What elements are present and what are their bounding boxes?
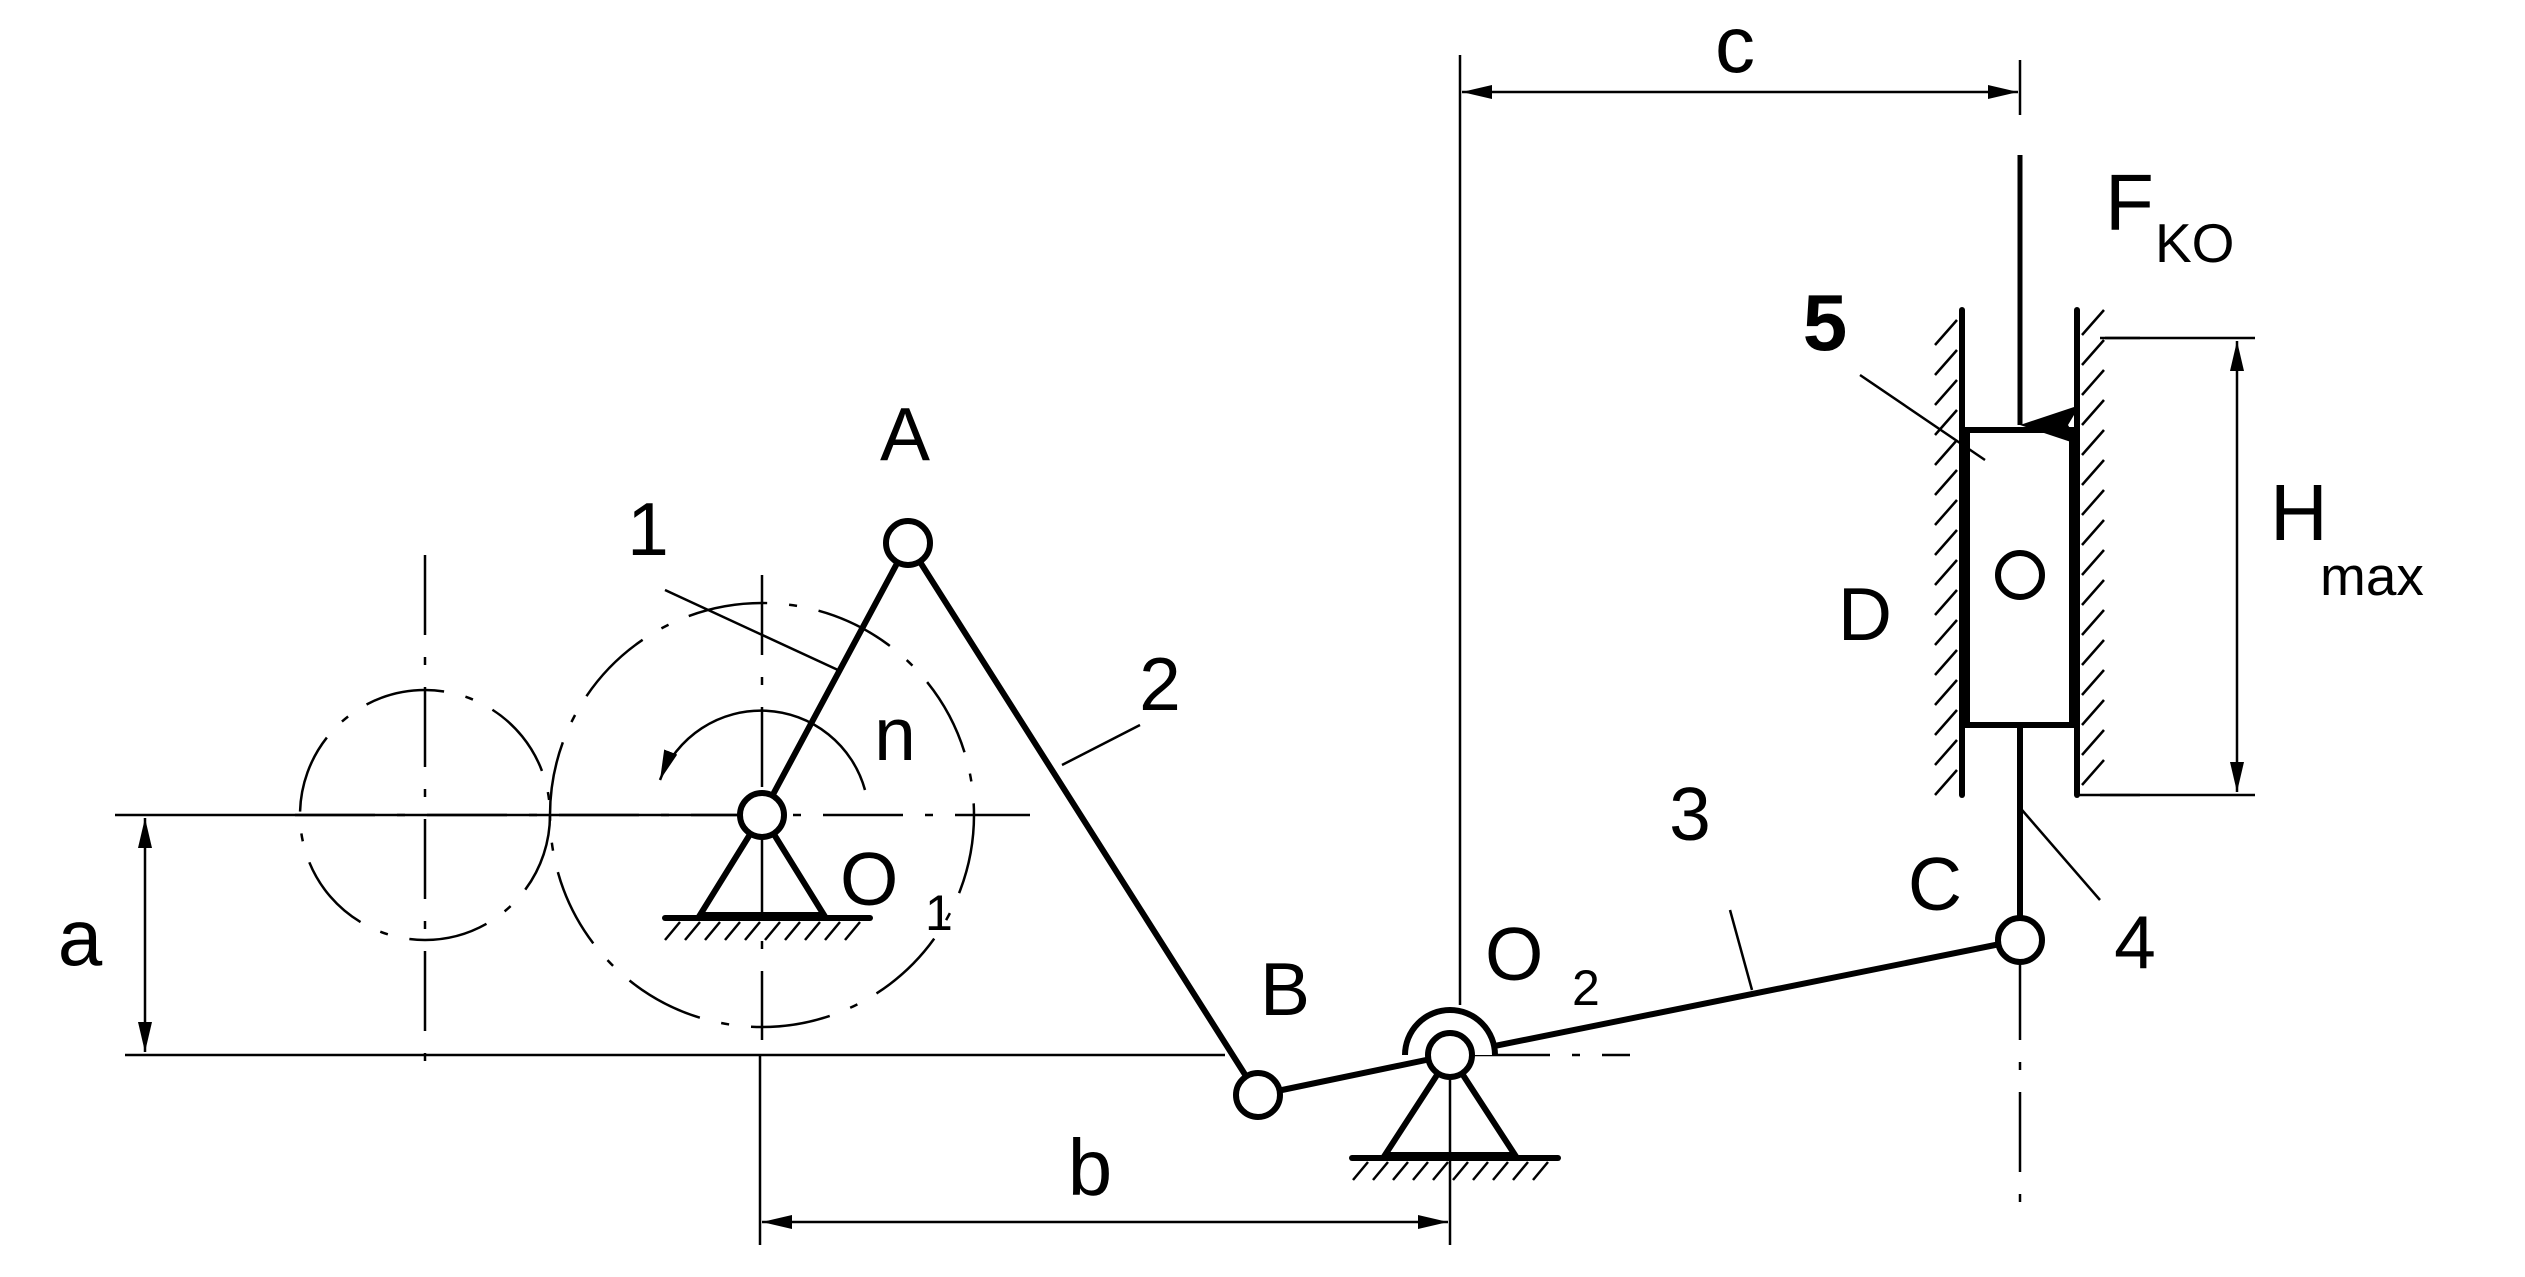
joint-O2 xyxy=(1425,1030,1475,1080)
center-lines xyxy=(295,480,2022,1210)
label-D: D xyxy=(1838,572,1892,656)
label-C: C xyxy=(1908,842,1962,926)
joint-O1 xyxy=(737,790,787,840)
joint-D xyxy=(1995,550,2045,600)
dimension-lines xyxy=(115,55,2255,1245)
links xyxy=(759,540,2023,1098)
label-O1-sub: 1 xyxy=(925,885,953,941)
leader-lines xyxy=(664,373,2101,991)
label-F-sub: KO xyxy=(2155,212,2234,274)
label-A: A xyxy=(880,392,930,476)
label-H: H xyxy=(2270,468,2328,557)
link-2-connecting-rod xyxy=(905,540,1261,1098)
label-F: F xyxy=(2105,158,2154,247)
label-link-3: 3 xyxy=(1669,772,1711,856)
rotation-arrow-icon xyxy=(658,709,867,791)
label-c: c xyxy=(1715,0,1755,89)
label-a: a xyxy=(58,893,103,982)
joint-B xyxy=(1233,1070,1283,1120)
label-link-4: 4 xyxy=(2114,900,2156,984)
label-O2: O xyxy=(1485,912,1543,996)
dimension-arrows xyxy=(138,85,2244,1229)
label-O2-sub: 2 xyxy=(1572,960,1600,1016)
label-link-5: 5 xyxy=(1803,278,1848,367)
link-1-crank xyxy=(759,540,911,818)
slider-guide xyxy=(1934,307,2105,798)
support-O1 xyxy=(662,809,873,941)
label-H-sub: max xyxy=(2320,545,2424,607)
label-B: B xyxy=(1260,947,1310,1031)
joint-C xyxy=(1995,915,2045,965)
label-b: b xyxy=(1068,1123,1113,1212)
label-link-1: 1 xyxy=(627,487,669,571)
support-O2 xyxy=(1349,1049,1561,1181)
link-B-O2 xyxy=(1255,1052,1453,1098)
label-n: n xyxy=(874,692,916,776)
link-3-rocker xyxy=(1447,937,2023,1058)
label-link-2: 2 xyxy=(1139,642,1181,726)
label-O1: O xyxy=(840,837,898,921)
joint-A xyxy=(883,518,933,568)
labels: A B C D O 1 O 2 F KO H max n a b c 1 2 3… xyxy=(58,0,2424,1212)
gear-circle-right xyxy=(548,601,976,1029)
